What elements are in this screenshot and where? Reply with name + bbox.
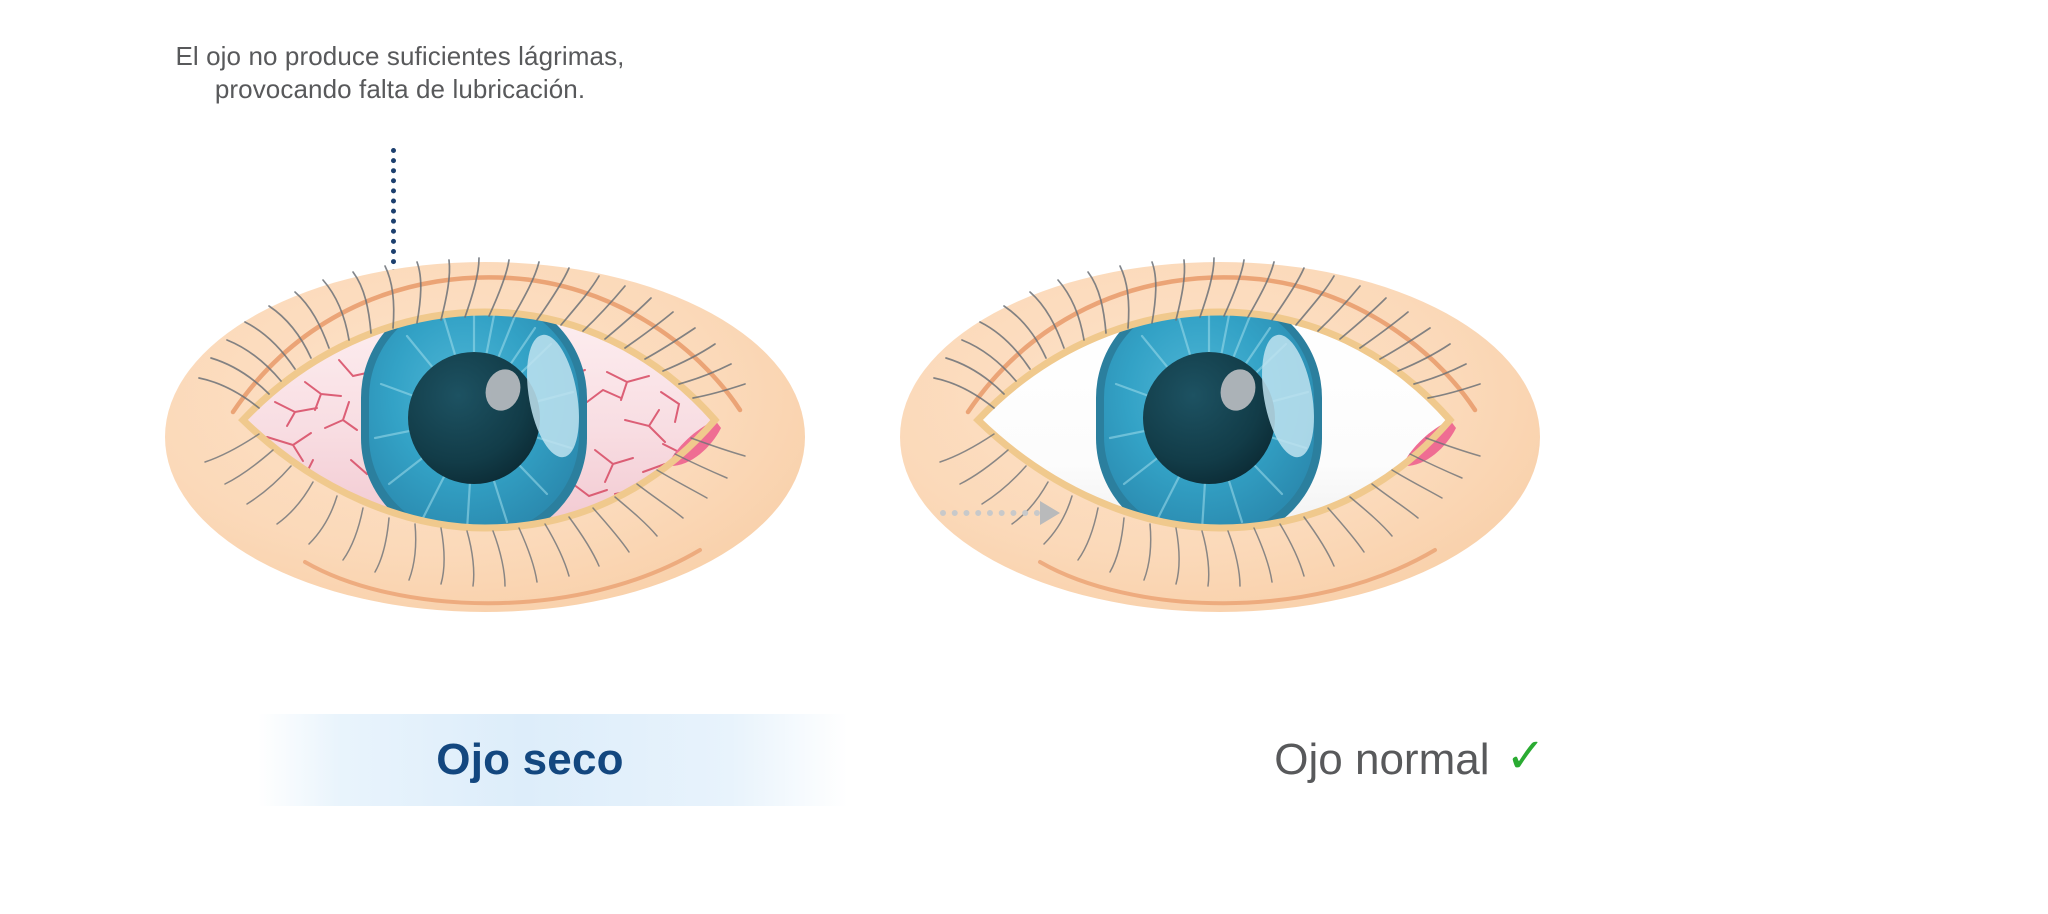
pupil <box>408 352 540 484</box>
lid-rim <box>238 308 720 532</box>
corneal-glare <box>1262 334 1314 458</box>
dry-eye-label-band <box>258 714 848 806</box>
normal-eye-label: Ojo normal ✓ <box>1060 714 1760 806</box>
corneal-glare <box>527 334 579 458</box>
lower-cheek-crease <box>303 548 702 606</box>
normal-eye-label-text: Ojo normal <box>1274 735 1490 784</box>
dry-eye-label-text: Ojo seco <box>436 735 624 784</box>
upper-lid-crease <box>965 275 1478 415</box>
iris-group <box>361 312 587 528</box>
lid-rim <box>973 308 1455 532</box>
check-icon: ✓ <box>1505 730 1546 783</box>
pupil-highlight <box>1220 369 1256 411</box>
dry-eye-label: Ojo seco <box>0 714 1060 806</box>
upper-lashes <box>933 257 1481 409</box>
lower-lashes <box>204 433 746 587</box>
pupil-highlight <box>485 369 521 411</box>
arrow-head-icon <box>1040 501 1060 525</box>
lower-lashes <box>939 433 1481 587</box>
pupil <box>1143 352 1275 484</box>
normal-eye-figure <box>890 232 1590 662</box>
transition-arrow <box>940 498 1070 528</box>
upper-lashes <box>198 257 746 409</box>
dry-eye-figure <box>155 232 855 662</box>
arrow-track <box>940 510 1040 516</box>
upper-lid-crease <box>230 275 743 415</box>
caption-text: El ojo no produce suficientes lágrimas, … <box>175 41 625 105</box>
lower-cheek-crease <box>1038 548 1437 606</box>
iris-group <box>1096 312 1322 528</box>
